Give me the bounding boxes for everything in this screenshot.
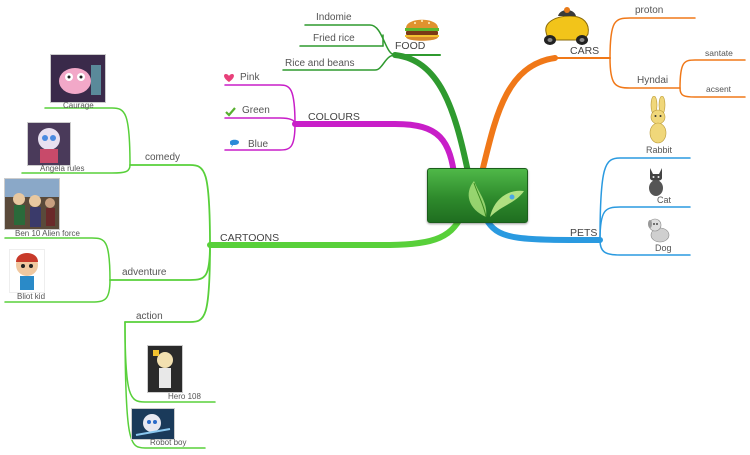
colours-label[interactable]: COLOURS: [308, 111, 360, 123]
action-item-hero-108[interactable]: Hero 108: [168, 392, 201, 401]
food-label[interactable]: FOOD: [395, 40, 426, 52]
thumb-bliot-kid: [9, 249, 45, 293]
thumb-ben-10: [4, 178, 60, 230]
cat-icon: [646, 166, 666, 201]
adventure-item-bliot-kid[interactable]: Bliot kid: [17, 292, 46, 301]
thumb-robot-boy: [131, 408, 175, 440]
rabbit-icon: [645, 95, 671, 149]
pet-item-rabbit[interactable]: Rabbit: [646, 145, 673, 155]
comedy-item-caurage[interactable]: Caurage: [63, 101, 94, 110]
food-item-indomie[interactable]: Indomie: [316, 12, 352, 23]
colour-item-blue[interactable]: Blue: [248, 139, 269, 150]
cartoons-label[interactable]: CARTOONS: [220, 232, 280, 244]
cars-label[interactable]: CARS: [570, 45, 600, 57]
branch-pets: [485, 157, 691, 256]
burger-icon: [402, 14, 442, 51]
pet-item-cat[interactable]: Cat: [657, 195, 672, 205]
cartoons-comedy-label[interactable]: comedy: [145, 152, 181, 163]
branch-colours: [224, 84, 458, 183]
cars-item-acsent[interactable]: acsent: [706, 84, 732, 94]
pets-label[interactable]: PETS: [570, 227, 598, 239]
cars-item-santate[interactable]: santate: [705, 48, 733, 58]
central-topic[interactable]: [427, 168, 528, 223]
action-item-robot-boy[interactable]: Robot boy: [150, 438, 187, 447]
cars-item-proton[interactable]: proton: [635, 5, 664, 16]
adventure-item-ben-10[interactable]: Ben 10 Alien force: [15, 229, 80, 238]
pet-item-dog[interactable]: Dog: [655, 243, 672, 253]
branch-food: [282, 24, 471, 175]
branch-cars: [479, 17, 746, 175]
leaf-icon: [468, 181, 524, 218]
branch-cartoons: [4, 107, 465, 449]
comedy-item-angela-rules[interactable]: Angela rules: [40, 164, 85, 173]
cars-item-hyndai[interactable]: Hyndai: [637, 75, 669, 86]
blue-speech-bubble-icon: [229, 136, 240, 154]
thumb-caurage: [50, 54, 106, 103]
food-item-fried-rice[interactable]: Fried rice: [313, 33, 355, 44]
thumb-angela-rules: [27, 122, 71, 166]
colour-item-green[interactable]: Green: [242, 105, 270, 116]
colour-item-pink[interactable]: Pink: [240, 72, 260, 83]
cartoons-action-label[interactable]: action: [136, 311, 163, 322]
thumb-hero-108: [147, 345, 183, 393]
toy-car-icon: [540, 6, 592, 55]
cartoons-adventure-label[interactable]: adventure: [122, 267, 167, 278]
green-check-icon: [225, 104, 236, 122]
food-item-rice-and-beans[interactable]: Rice and beans: [285, 58, 355, 69]
pink-heart-icon: [223, 70, 235, 88]
dog-icon: [646, 216, 672, 249]
